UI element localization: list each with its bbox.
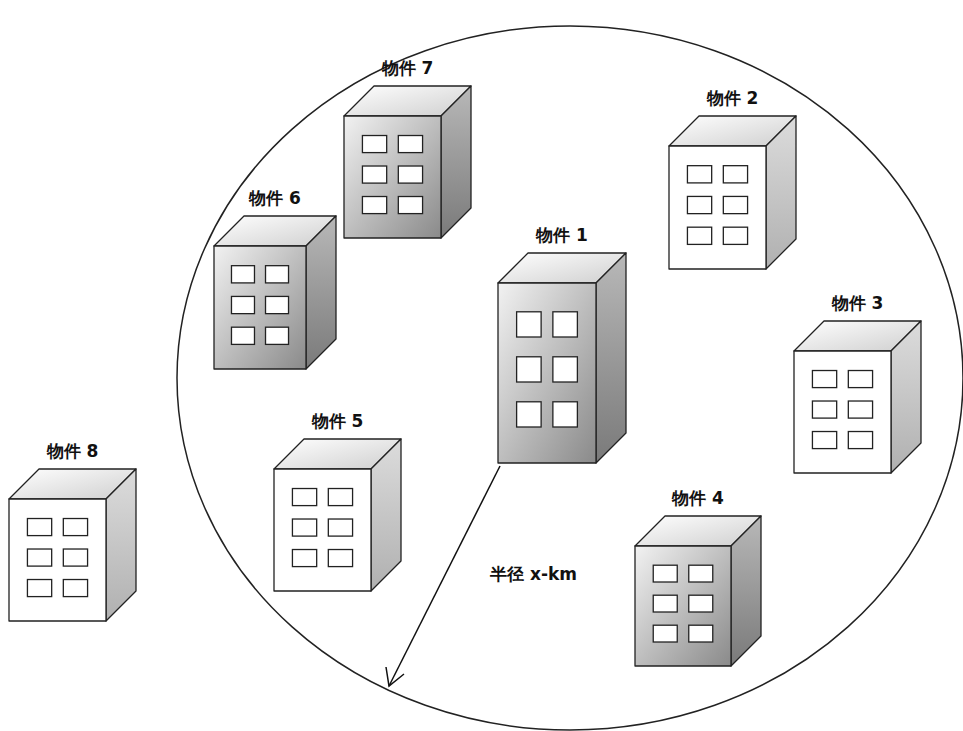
side-face <box>441 86 471 238</box>
window <box>362 197 386 214</box>
window <box>812 432 836 449</box>
front-face <box>794 351 891 473</box>
window <box>517 357 542 382</box>
building-icon <box>343 85 472 239</box>
window <box>231 296 254 313</box>
window <box>362 166 386 183</box>
window <box>27 549 51 566</box>
property-label: 物件 6 <box>213 187 337 209</box>
side-face <box>371 439 401 591</box>
window <box>231 327 254 344</box>
window <box>231 266 254 283</box>
front-face <box>274 469 371 591</box>
window <box>848 401 872 418</box>
window <box>723 227 747 244</box>
property-label: 物件 2 <box>668 87 797 109</box>
radius-circle <box>177 26 963 730</box>
side-face <box>731 516 761 666</box>
window <box>553 402 578 427</box>
arrow-head <box>386 667 404 686</box>
front-face <box>344 116 441 238</box>
building-icon <box>668 115 797 270</box>
front-face <box>635 546 731 666</box>
window <box>848 432 872 449</box>
window <box>398 166 422 183</box>
window <box>266 296 289 313</box>
window <box>328 489 352 506</box>
window <box>27 580 51 597</box>
window <box>63 580 87 597</box>
property-label: 物件 5 <box>273 410 402 432</box>
window <box>689 625 713 642</box>
side-face <box>306 216 336 369</box>
window <box>292 519 316 536</box>
window <box>398 136 422 153</box>
window <box>63 549 87 566</box>
front-face <box>498 283 596 463</box>
radius-label: 半径 x-km <box>488 563 579 585</box>
property-label: 物件 3 <box>793 292 922 314</box>
window <box>266 266 289 283</box>
property-building: 物件 3 <box>793 292 922 474</box>
window <box>553 357 578 382</box>
window <box>362 136 386 153</box>
window <box>687 227 711 244</box>
side-face <box>891 321 921 473</box>
property-label: 物件 8 <box>8 440 137 462</box>
window <box>553 312 578 337</box>
window <box>328 519 352 536</box>
property-building: 物件 8 <box>8 440 137 622</box>
building-icon <box>273 438 402 592</box>
side-face <box>106 469 136 621</box>
property-building: 物件 4 <box>634 487 762 667</box>
window <box>653 595 677 612</box>
front-face <box>669 146 766 269</box>
window <box>689 595 713 612</box>
property-label: 物件 1 <box>497 224 627 246</box>
window <box>687 196 711 213</box>
window <box>517 312 542 337</box>
window <box>723 166 747 183</box>
window <box>653 625 677 642</box>
window <box>63 519 87 536</box>
window <box>723 196 747 213</box>
window <box>653 565 677 582</box>
window <box>812 401 836 418</box>
property-building: 物件 1 <box>497 224 627 464</box>
front-face <box>9 499 106 621</box>
building-icon <box>497 252 627 464</box>
front-face <box>214 246 306 369</box>
window <box>398 197 422 214</box>
property-building: 物件 5 <box>273 410 402 592</box>
building-icon <box>213 215 337 370</box>
window <box>848 371 872 388</box>
window <box>27 519 51 536</box>
property-building: 物件 2 <box>668 87 797 270</box>
window <box>328 550 352 567</box>
property-building: 物件 6 <box>213 187 337 370</box>
side-face <box>596 253 626 463</box>
building-icon <box>634 515 762 667</box>
radius-arrow <box>389 466 500 686</box>
window <box>689 565 713 582</box>
window <box>292 550 316 567</box>
window <box>292 489 316 506</box>
building-icon <box>8 468 137 622</box>
window <box>812 371 836 388</box>
property-label: 物件 7 <box>343 57 472 79</box>
window <box>687 166 711 183</box>
window <box>266 327 289 344</box>
property-label: 物件 4 <box>634 487 762 509</box>
property-building: 物件 7 <box>343 57 472 239</box>
window <box>517 402 542 427</box>
building-icon <box>793 320 922 474</box>
side-face <box>766 116 796 269</box>
